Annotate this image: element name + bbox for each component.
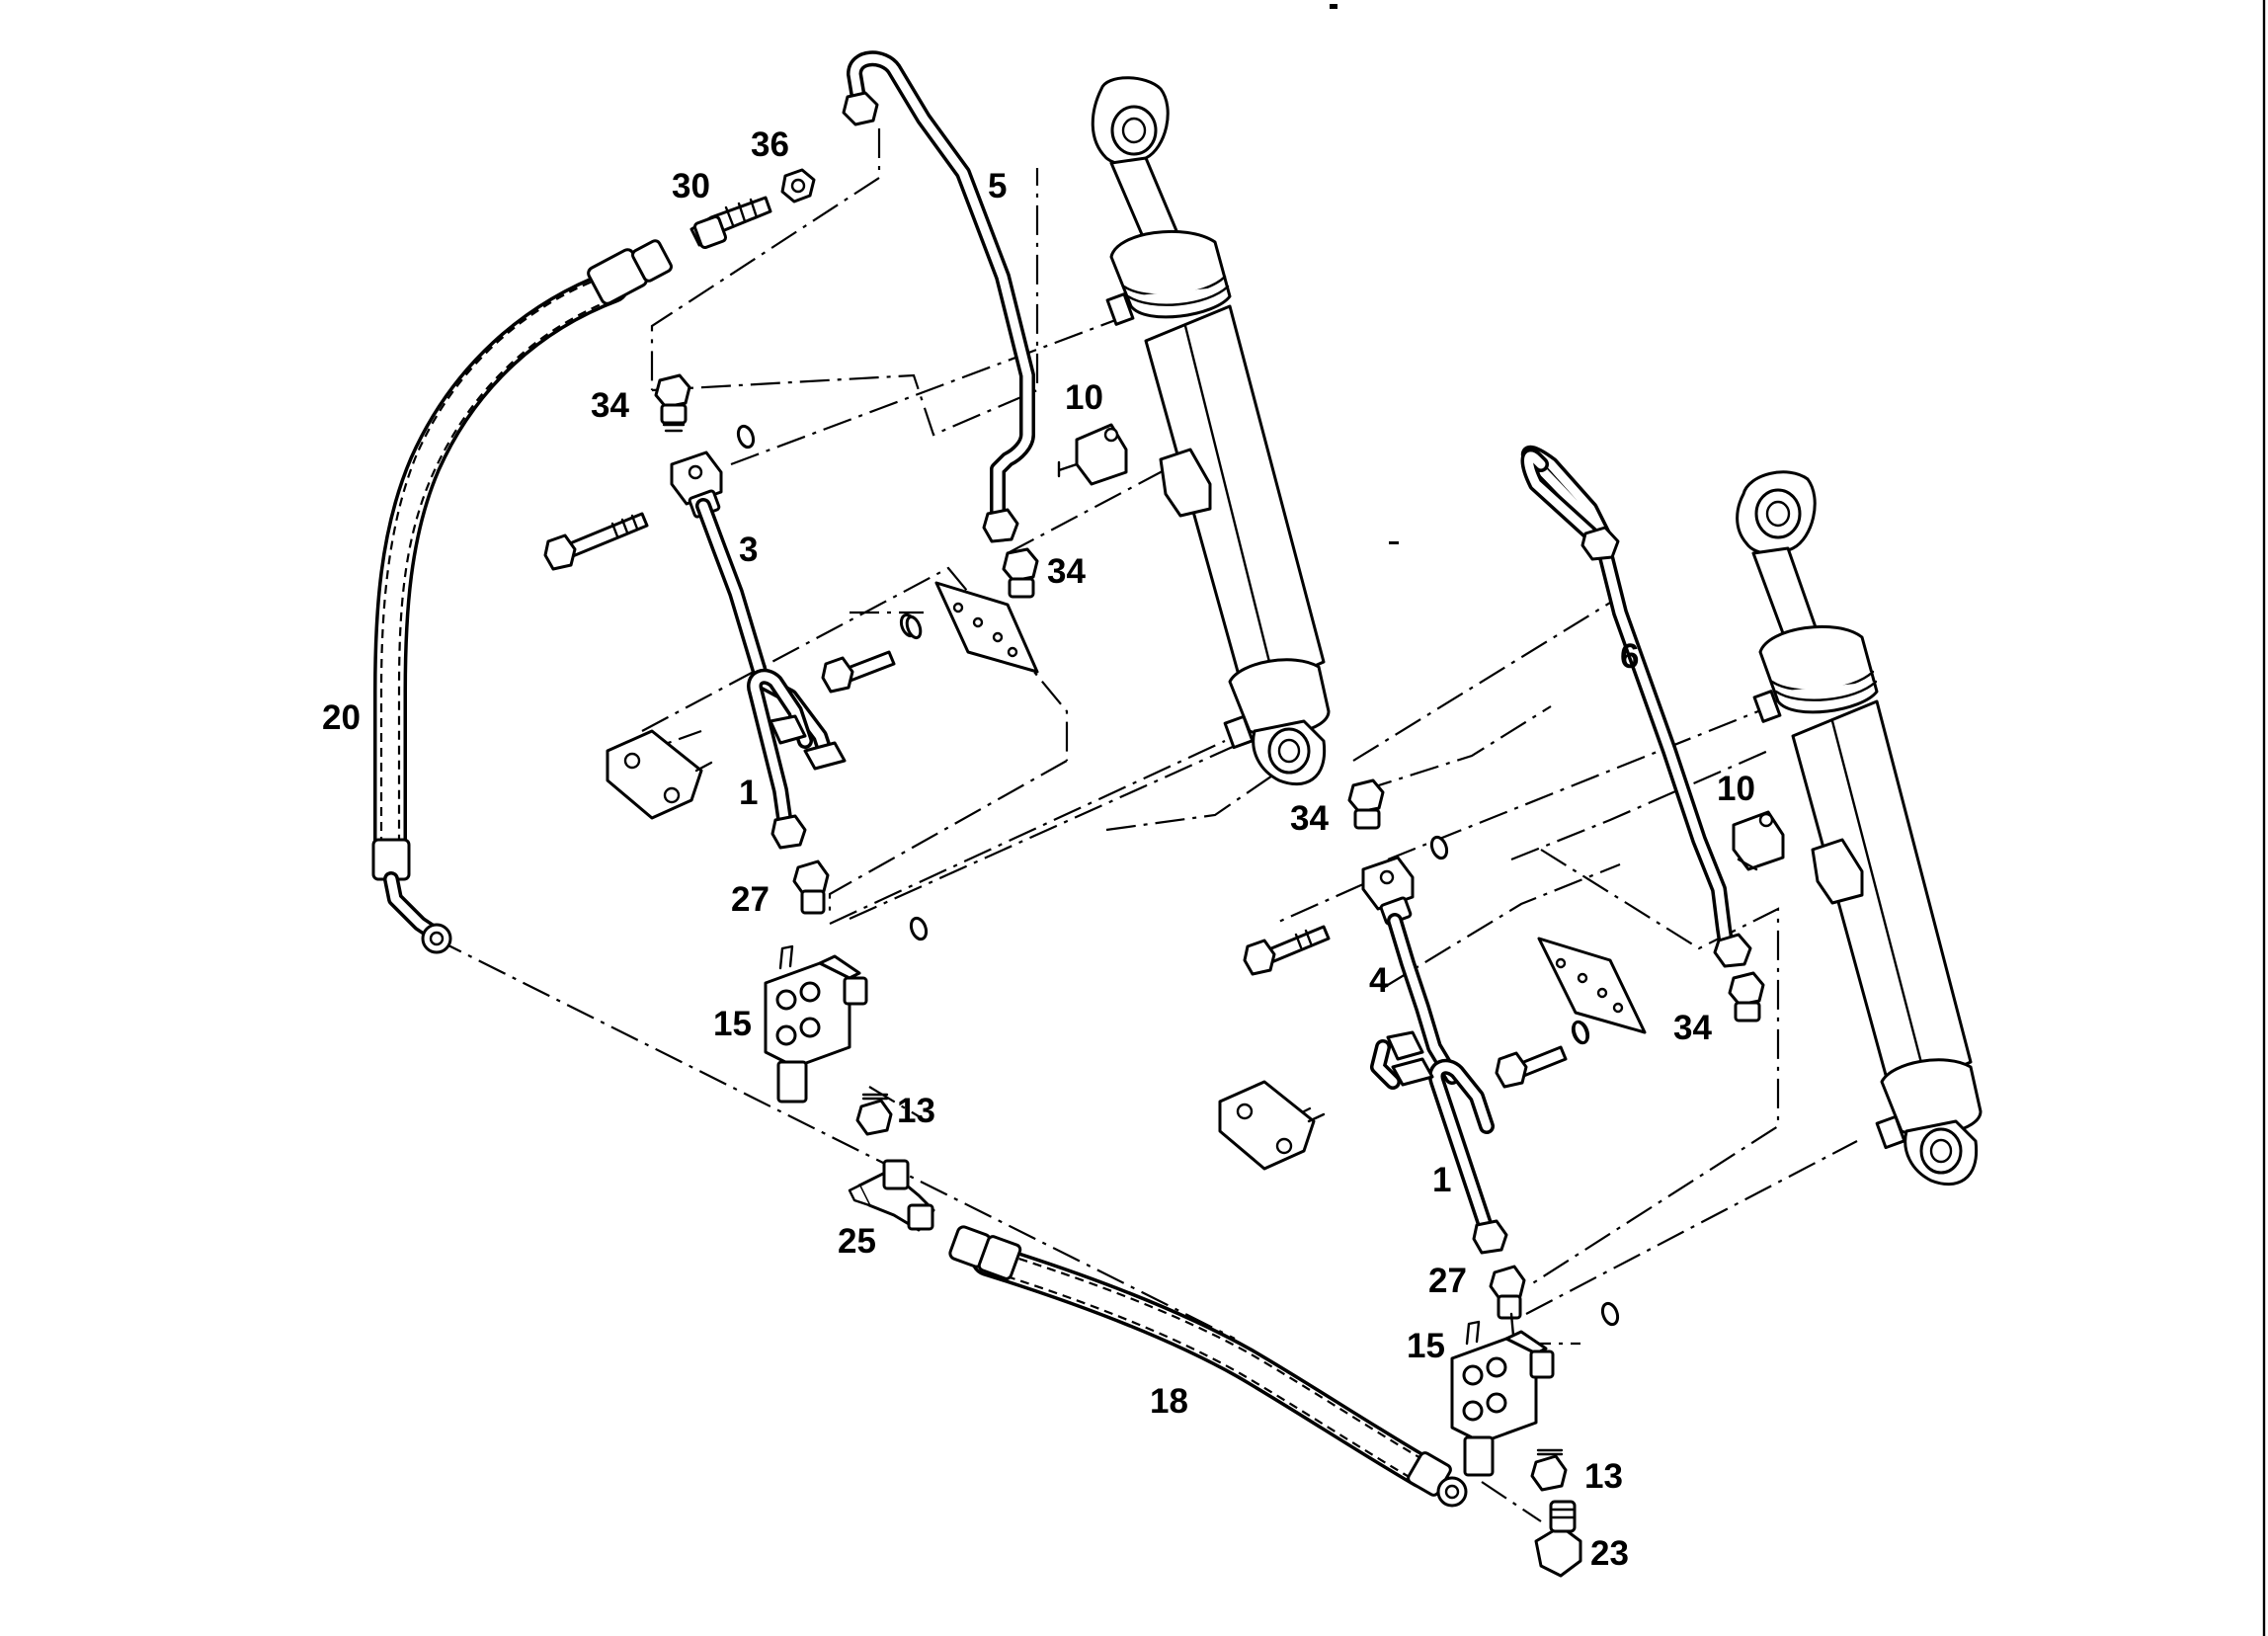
hose-18 (948, 1225, 1468, 1508)
callout-labels: 36 30 5 10 34 34 3 20 1 27 15 13 25 6 10… (322, 125, 1755, 1573)
clamp-bracket-left (606, 729, 713, 820)
callout-18: 18 (1150, 1382, 1188, 1421)
callout-34-right-b: 34 (1673, 1009, 1712, 1047)
callout-1-right: 1 (1432, 1161, 1451, 1199)
callout-34-left-b: 34 (1047, 552, 1086, 591)
callout-13-right: 13 (1584, 1457, 1623, 1496)
callout-34-right-a: 34 (1290, 799, 1329, 838)
elbow-fitting-23 (1534, 1500, 1582, 1578)
tube-1-right (1370, 1030, 1508, 1255)
clamp-bracket-right (1218, 1080, 1326, 1171)
fitting-34-c (1347, 778, 1385, 830)
callout-25: 25 (838, 1222, 876, 1261)
switch-10-left (1057, 423, 1128, 486)
callout-15-right: 15 (1407, 1327, 1445, 1365)
callout-6: 6 (1620, 637, 1639, 676)
switch-10-right (1732, 810, 1785, 871)
bolt-right-middle (1495, 1020, 1589, 1089)
callout-10-left: 10 (1065, 378, 1103, 417)
bracket-plate-left (934, 581, 1039, 674)
tube-5 (842, 50, 1035, 543)
fitting-13-right (1530, 1448, 1568, 1492)
callout-13-left: 13 (897, 1092, 935, 1130)
bolt-left-upper (543, 512, 649, 571)
hydraulic-cylinder-right (1736, 470, 1983, 1186)
callout-27-left: 27 (731, 880, 770, 919)
scan-mark-2 (1389, 541, 1399, 544)
bolt-left-middle (821, 614, 923, 694)
tube-4 (1387, 913, 1460, 1085)
callout-10-right: 10 (1717, 770, 1755, 808)
valve-block-15-left (764, 944, 868, 1104)
fitting-34-a (654, 373, 691, 433)
bracket-plate-right (1537, 937, 1647, 1034)
tube-3 (695, 498, 833, 759)
scan-mark (1330, 4, 1337, 9)
tee-fitting-25 (848, 1159, 935, 1232)
valve-block-15-right (1450, 1312, 1555, 1477)
fitting-13-left (855, 1093, 893, 1136)
tube-1-left (747, 668, 847, 850)
callout-23: 23 (1590, 1534, 1629, 1573)
callout-27-right: 27 (1428, 1262, 1467, 1300)
callout-30: 30 (672, 167, 710, 205)
callout-36: 36 (751, 125, 789, 164)
fitting-27-left (792, 859, 830, 915)
hydraulic-cylinder-left (1091, 76, 1331, 786)
fitting-34-d (1728, 971, 1765, 1022)
hose-20 (371, 239, 673, 954)
callout-1-left: 1 (739, 774, 758, 812)
callout-4: 4 (1369, 961, 1389, 1000)
fitting-27-right (1489, 1265, 1526, 1320)
callout-34-left-a: 34 (591, 386, 629, 425)
callout-3: 3 (739, 531, 758, 569)
tube-6 (1520, 445, 1752, 968)
nut-36 (780, 168, 816, 204)
fitting-30 (689, 196, 772, 250)
callout-5: 5 (988, 167, 1007, 205)
bolt-right-upper (1243, 925, 1331, 976)
callout-15-left: 15 (713, 1005, 752, 1043)
fitting-34-b (1002, 547, 1039, 599)
banjo-block-right (1361, 856, 1415, 926)
callout-20: 20 (322, 698, 361, 737)
